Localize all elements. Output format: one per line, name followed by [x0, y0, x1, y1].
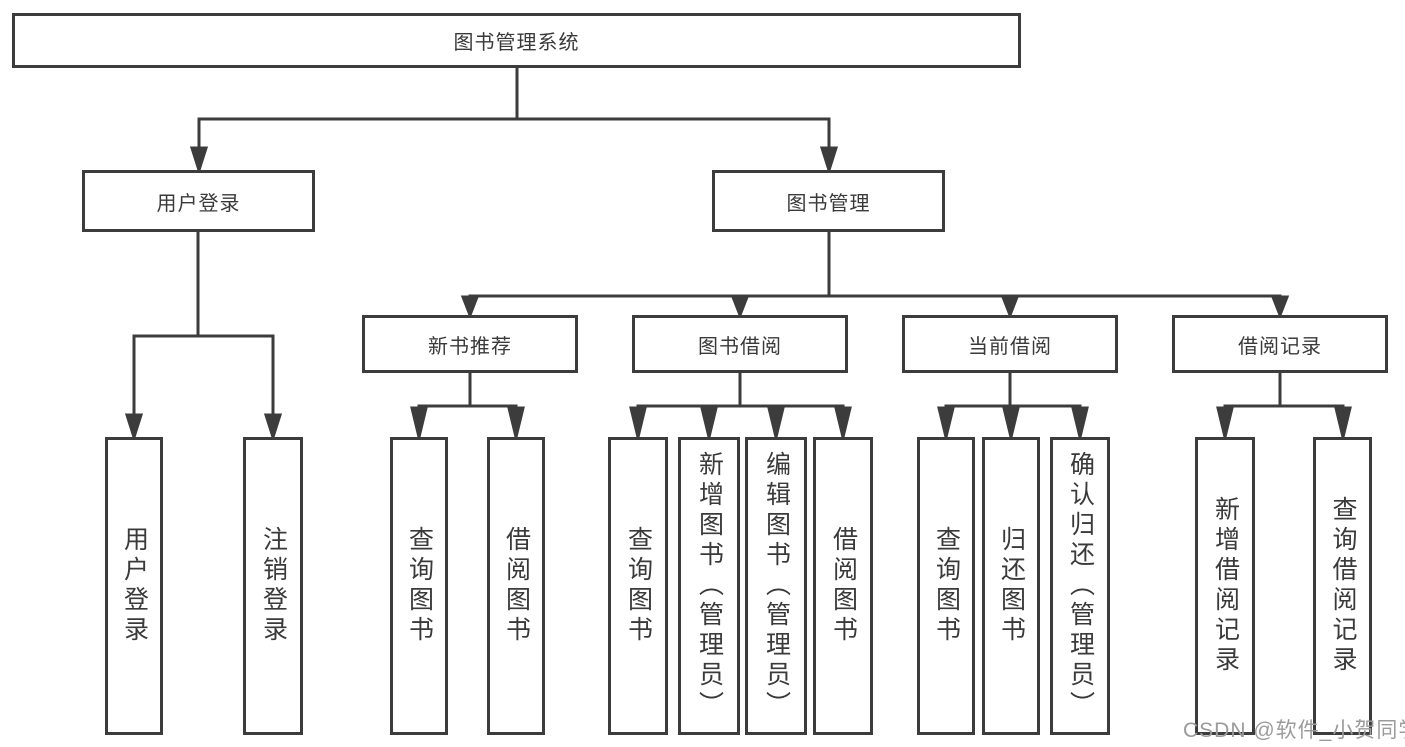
leaf-label: 归还图书 — [997, 526, 1026, 646]
leaf-label: 借阅图书 — [502, 526, 531, 646]
leaf-borrowing-borrow-books: 借阅图书 — [813, 437, 873, 735]
leaf-label: 查询图书 — [624, 526, 653, 646]
leaf-label: 编辑图书（管理员） — [762, 451, 791, 721]
leaf-logout: 注销登录 — [243, 437, 303, 735]
leaf-label: 查询借阅记录 — [1329, 496, 1357, 676]
leaf-label: 注销登录 — [259, 526, 288, 646]
node-book-borrowing: 图书借阅 — [632, 315, 848, 373]
node-label: 图书管理 — [786, 192, 871, 215]
node-user-login: 用户登录 — [82, 170, 315, 232]
node-label: 图书管理系统 — [453, 32, 580, 54]
node-new-book-recommend: 新书推荐 — [362, 315, 578, 373]
leaf-label: 查询图书 — [405, 526, 434, 646]
node-label: 借阅记录 — [1238, 335, 1322, 358]
leaf-recommend-query-books: 查询图书 — [390, 437, 448, 735]
node-label: 图书借阅 — [698, 335, 782, 358]
leaf-recommend-borrow-books: 借阅图书 — [487, 437, 545, 735]
node-label: 用户登录 — [156, 192, 241, 215]
node-borrow-records: 借阅记录 — [1172, 315, 1388, 373]
node-label: 新书推荐 — [428, 335, 512, 358]
node-book-management: 图书管理 — [712, 170, 945, 232]
leaf-user-login: 用户登录 — [105, 437, 163, 735]
leaf-current-confirm-return-admin: 确认归还（管理员） — [1050, 437, 1110, 735]
leaf-current-return-books: 归还图书 — [982, 437, 1040, 735]
csdn-watermark: CSDN @软件_小贺同学 — [1183, 719, 1405, 742]
leaf-borrowing-query-books: 查询图书 — [608, 437, 668, 735]
node-current-borrowing: 当前借阅 — [902, 315, 1118, 373]
leaf-current-query-books: 查询图书 — [917, 437, 975, 735]
leaf-label: 新增图书（管理员） — [695, 451, 724, 721]
leaf-records-add-borrow-record: 新增借阅记录 — [1195, 437, 1255, 735]
leaf-label: 确认归还（管理员） — [1066, 451, 1095, 721]
leaf-borrowing-edit-books-admin: 编辑图书（管理员） — [745, 437, 807, 735]
leaf-label: 新增借阅记录 — [1211, 496, 1240, 676]
node-label: 当前借阅 — [968, 335, 1052, 358]
leaf-records-query-borrow-record: 查询借阅记录 — [1313, 437, 1372, 735]
leaf-label: 借阅图书 — [829, 526, 858, 646]
leaf-borrowing-add-books-admin: 新增图书（管理员） — [678, 437, 740, 735]
node-root-library-system: 图书管理系统 — [12, 13, 1021, 68]
leaf-label: 用户登录 — [120, 526, 149, 646]
leaf-label: 查询图书 — [932, 526, 961, 646]
